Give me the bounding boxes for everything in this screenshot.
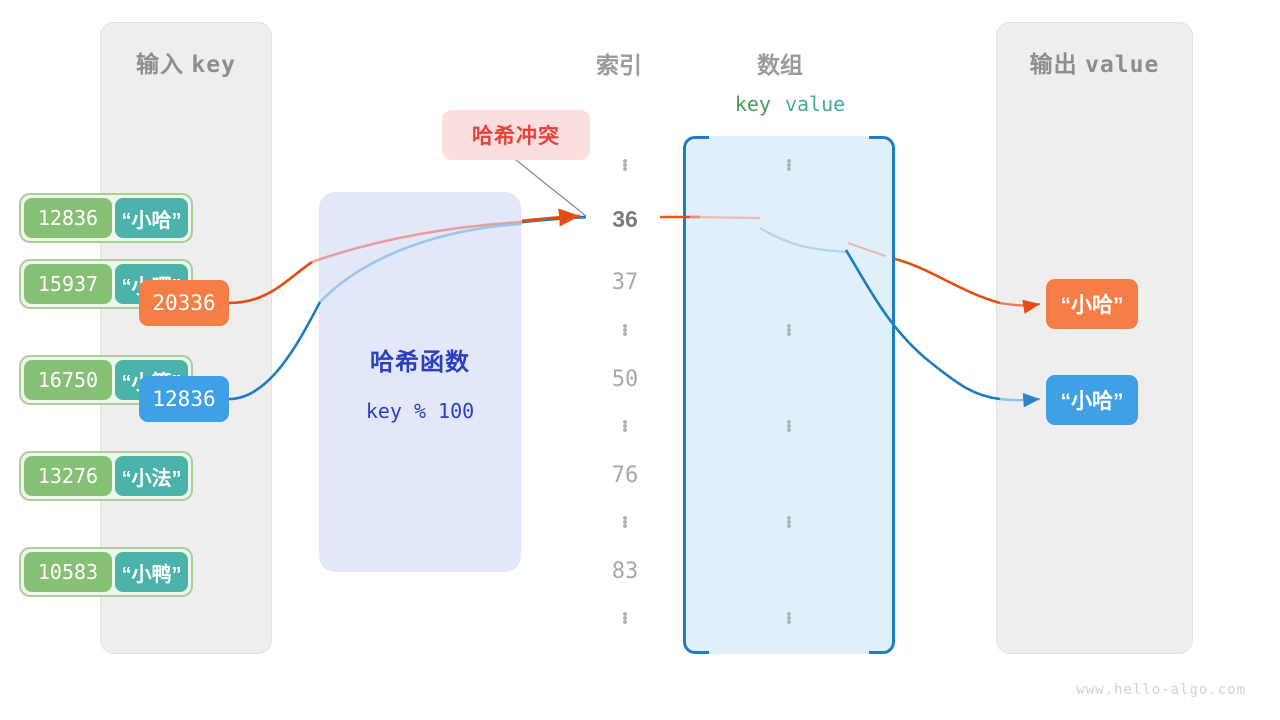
index-label-83: 83 — [611, 559, 639, 584]
key-header-label: key — [734, 92, 771, 116]
index-ellipsis-1: ••• — [622, 318, 628, 343]
hash-function-title: 哈希函数 — [370, 349, 470, 376]
collision-leader-line — [515, 159, 587, 217]
bucket-value-76: “小法” — [115, 456, 188, 496]
bucket-key-83: 10583 — [24, 552, 112, 592]
output-value-chip-1[interactable]: “小哈” — [1046, 375, 1138, 425]
collision-badge-label: 哈希冲突 — [472, 125, 560, 148]
bucket-key-76: 13276 — [24, 456, 112, 496]
edge-bucket-to-output0 — [894, 257, 1001, 305]
input-panel-title-mono: key — [191, 52, 236, 78]
bucket-key-50: 16750 — [24, 360, 112, 400]
bucket-key-36: 12836 — [24, 198, 112, 238]
index-label-37: 37 — [611, 270, 639, 295]
input-key-chip-1[interactable]: 12836 — [139, 376, 229, 422]
edge-hash-to-index-arrow — [521, 208, 581, 227]
index-label-50: 50 — [611, 367, 639, 392]
output-panel: 输出 value — [996, 22, 1193, 654]
output-panel-title-cn: 输出 — [1029, 51, 1078, 77]
bucket-value-36: “小哈” — [115, 198, 188, 238]
index-ellipsis-3: ••• — [622, 510, 628, 535]
output-panel-title-mono: value — [1085, 52, 1160, 78]
array-container — [683, 136, 895, 654]
bucket-row-76[interactable]: 13276 “小法” — [19, 451, 193, 501]
bucket-value-83: “小鸭” — [115, 552, 188, 592]
edge-bucket-to-output1b — [929, 360, 1001, 401]
hash-function-expression: key % 100 — [365, 399, 475, 423]
array-ellipsis-3: ••• — [786, 510, 792, 535]
index-column-heading: 索引 — [596, 52, 642, 78]
array-ellipsis-1: ••• — [786, 318, 792, 343]
bucket-key-37: 15937 — [24, 264, 112, 304]
index-label-76: 76 — [611, 463, 639, 488]
index-ellipsis-4: ••• — [622, 606, 628, 631]
array-ellipsis-2: ••• — [786, 414, 792, 439]
output-value-chip-0[interactable]: “小哈” — [1046, 279, 1138, 329]
bucket-row-83[interactable]: 10583 “小鸭” — [19, 547, 193, 597]
edge-hash-to-index-blue — [521, 215, 587, 224]
input-key-chip-0[interactable]: 20336 — [139, 280, 229, 326]
input-panel-title: 输入 key — [101, 45, 271, 79]
watermark: www.hello-algo.com — [1076, 682, 1246, 698]
array-column-heading: 数组 — [757, 52, 803, 78]
hash-function-box: 哈希函数 key % 100 — [319, 192, 521, 572]
output-panel-title: 输出 value — [997, 45, 1192, 79]
index-ellipsis-2: ••• — [622, 414, 628, 439]
bucket-row-36[interactable]: 12836 “小哈” — [19, 193, 193, 243]
index-ellipsis-0: ••• — [622, 153, 628, 178]
value-header-label: value — [784, 92, 846, 116]
index-label-36: 36 — [612, 206, 638, 232]
array-ellipsis-4: ••• — [786, 606, 792, 631]
collision-badge: 哈希冲突 — [442, 110, 590, 160]
key-value-header: key value — [684, 92, 896, 116]
input-panel-title-cn: 输入 — [136, 51, 185, 77]
array-ellipsis-0: ••• — [786, 153, 792, 178]
